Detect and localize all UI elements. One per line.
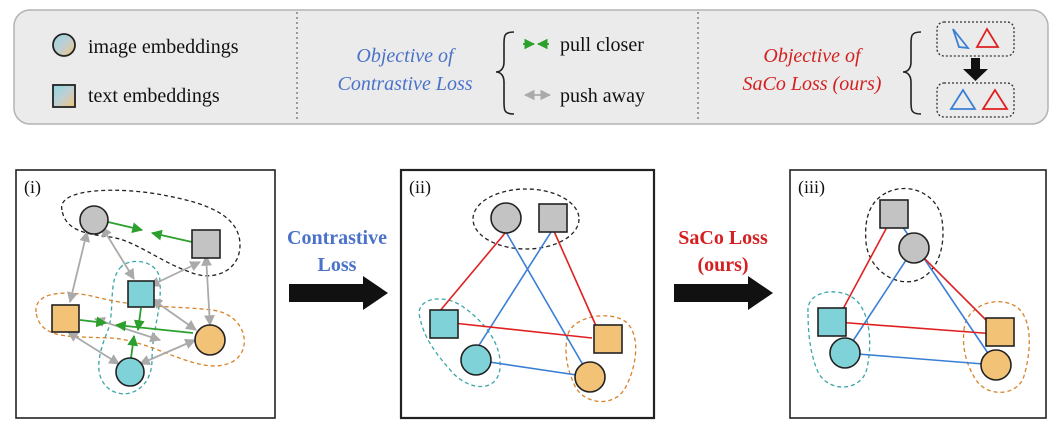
saco-loss-arrow: SaCo Loss (ours) xyxy=(674,227,773,310)
alignment-lines xyxy=(433,228,598,378)
gray-image-node xyxy=(490,202,522,234)
orange-text-node xyxy=(593,324,623,354)
orange-image-node xyxy=(980,349,1012,381)
orange-image-node xyxy=(574,361,606,393)
teal-image-node xyxy=(460,344,492,376)
teal-cluster xyxy=(807,291,871,388)
saco-after-icon xyxy=(936,82,1015,118)
gray-text-node xyxy=(538,203,568,233)
saco-arrow-line2: (ours) xyxy=(697,254,748,276)
teal-image-node xyxy=(829,337,861,369)
teal-image-node xyxy=(115,357,145,387)
push-away-arrows xyxy=(67,226,215,366)
panel-i-label: (i) xyxy=(24,177,41,198)
teal-text-node xyxy=(127,280,155,308)
orange-text-node xyxy=(985,317,1015,347)
panel-iii: (iii) xyxy=(789,169,1047,419)
contrastive-objective-line1: Objective of xyxy=(356,45,456,67)
panel-ii-label: (ii) xyxy=(409,177,431,198)
panel-iii-label: (iii) xyxy=(798,177,825,198)
right-arrow-icon xyxy=(289,276,388,310)
saco-objective-line2: SaCo Loss (ours) xyxy=(743,73,882,95)
legend-box: image embeddings text embeddings Objecti… xyxy=(13,9,1049,125)
orange-text-node xyxy=(51,304,80,333)
teal-cluster xyxy=(418,298,501,388)
text-embedding-legend-icon xyxy=(52,84,76,108)
contrastive-arrow-line1: Contrastive xyxy=(287,227,387,249)
gray-image-node xyxy=(79,205,109,235)
gray-cluster xyxy=(472,188,580,250)
pull-closer-label: pull closer xyxy=(560,34,644,56)
image-embedding-legend-icon xyxy=(52,33,76,57)
saco-brace-icon xyxy=(902,31,922,115)
panel-i: (i) xyxy=(15,169,276,419)
gray-image-node xyxy=(898,232,930,264)
text-embeddings-label: text embeddings xyxy=(88,85,220,107)
teal-text-node xyxy=(429,309,459,339)
orange-cluster xyxy=(565,315,637,403)
gray-cluster xyxy=(864,187,944,283)
teal-text-node xyxy=(817,307,847,337)
contrastive-objective-line2: Contrastive Loss xyxy=(337,73,472,95)
contrastive-brace-icon xyxy=(495,31,515,115)
gray-text-node xyxy=(879,199,909,229)
contrastive-loss-arrow: Contrastive Loss xyxy=(287,227,388,310)
saco-objective-line1: Objective of xyxy=(763,45,863,67)
orange-image-node xyxy=(194,324,226,356)
gray-text-node xyxy=(191,229,221,259)
push-away-label: push away xyxy=(560,85,645,107)
saco-before-icon xyxy=(936,21,1015,57)
contrastive-arrow-line2: Loss xyxy=(318,254,357,276)
saco-arrow-line1: SaCo Loss xyxy=(678,227,768,249)
pull-closer-arrows xyxy=(79,221,194,359)
panel-ii: (ii) xyxy=(399,168,656,420)
orange-cluster xyxy=(962,301,1030,393)
right-arrow-icon xyxy=(674,276,773,310)
saco-down-arrow-icon xyxy=(963,58,988,81)
image-embeddings-label: image embeddings xyxy=(88,36,239,58)
